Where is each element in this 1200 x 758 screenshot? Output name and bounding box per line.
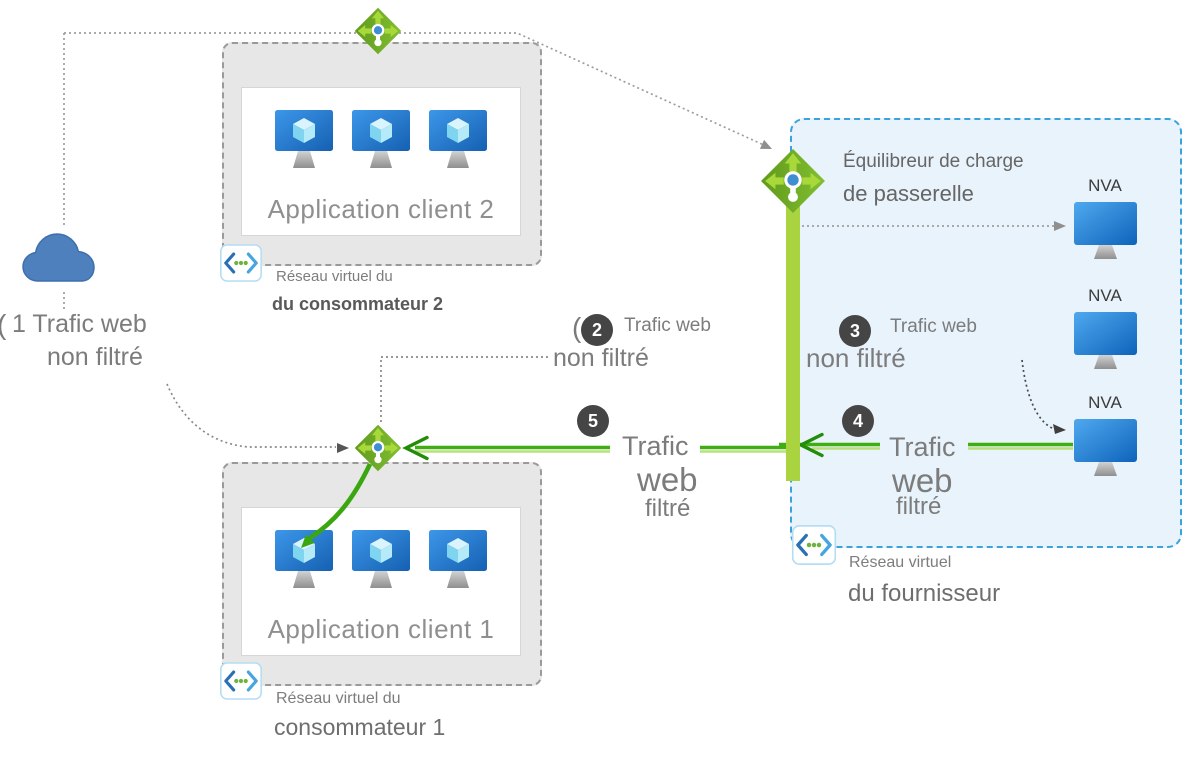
consumer-1-app-label: Application client 1 [267,614,495,644]
flow-1-label-line2: non filtré [47,343,143,371]
consumer-1-app-card: Application client 1 [241,507,521,656]
flow-5-label-line1: Trafic [622,431,689,461]
flow-3-number-badge: 3 [839,315,871,347]
vm-icon [429,530,487,596]
consumer-2-vnet-label-line1: Réseau virtuel du [276,268,393,285]
nva-3-label: NVA [1088,393,1122,412]
nva-1-label: NVA [1088,176,1122,195]
vm-icon [352,530,410,596]
consumer-1-vnet-label-line1: Réseau virtuel du [276,690,401,707]
consumer-1-load-balancer-icon [354,424,402,472]
nva-1-monitor-icon [1074,202,1137,261]
flow-2-paren: ( [572,312,582,343]
consumer-2-app-label: Application client 2 [267,194,495,224]
consumer-1-vnet-icon [220,662,262,700]
gateway-lb-title-line2: de passerelle [843,181,974,206]
nva-2-label: NVA [1088,286,1122,305]
vm-icon [429,110,487,176]
flow-4-number-badge: 4 [842,405,874,437]
consumer-2-app-card: Application client 2 [241,87,521,236]
vm-row [242,110,520,176]
vm-icon [275,110,333,176]
vm-row [242,530,520,596]
provider-vnet-label-line1: Réseau virtuel [849,554,952,571]
flow-1-paren: ( [0,309,6,341]
flow-2-number-badge: 2 [581,314,613,346]
vm-icon [275,530,333,596]
flow-4-label-line3: filtré [896,493,942,520]
flow-5-label-line2: web [637,461,698,498]
flow-3-label-line1: Trafic web [890,316,977,337]
gateway-lb-title-line1: Équilibreur de charge [843,151,1024,172]
internet-cloud-icon [20,226,100,292]
provider-vnet-label-line2: du fournisseur [848,580,1001,607]
vm-icon [352,110,410,176]
flow-4-label-line1: Trafic [889,432,956,462]
consumer-2-vnet-box: Application client 2 [222,42,542,266]
flow-2-label-line2: non filtré [553,344,649,372]
flow-5-number-badge: 5 [577,405,609,437]
consumer-2-vnet-label-line2: du consommateur 2 [272,294,444,314]
flow-2-label-line1: Trafic web [624,315,711,336]
flow-4-label-line2: web [892,462,953,499]
gateway-load-balancer-icon [760,148,826,214]
consumer-2-vnet-icon [220,244,262,282]
consumer-1-vnet-label-line2: consommateur 1 [274,714,446,740]
flow-1-label-line1: 1 Trafic web [12,310,147,338]
flow-5-label-line3: filtré [645,495,691,522]
flow-3-label-line2: non filtré [806,343,906,373]
nva-3-monitor-icon [1074,419,1137,478]
nva-2-monitor-icon [1074,312,1137,371]
consumer-2-load-balancer-icon [354,7,402,55]
consumer-1-vnet-box: Application client 1 [222,462,542,686]
provider-vnet-icon [791,525,833,563]
